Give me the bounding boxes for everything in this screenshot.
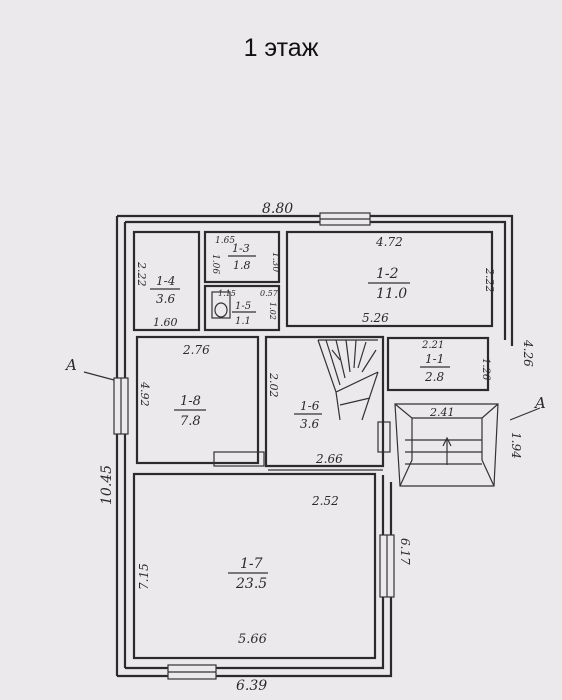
room-1-2-dim-top: 4.72 <box>375 235 403 249</box>
room-1-3-dim-left: 1.06 <box>210 254 220 274</box>
room-1-1-area: 2.8 <box>424 370 444 384</box>
room-1-7-id: 1-7 <box>240 556 263 572</box>
dim-lower-left: 7.15 <box>137 563 151 590</box>
room-1-4-dim-left: 2.22 <box>135 261 148 287</box>
room-1-1-id: 1-1 <box>425 352 444 366</box>
room-1-5-dim-right: 1.02 <box>268 302 277 320</box>
room-1-1-dim-width: 2.21 <box>421 340 444 351</box>
room-1-2-area: 11.0 <box>376 286 407 302</box>
room-1-8-dim-left: 4.92 <box>138 381 151 407</box>
room-1-5-id: 1-5 <box>235 301 251 312</box>
section-mark-right: A <box>533 394 546 412</box>
dim-corridor-b: 2.52 <box>311 494 339 508</box>
dim-stair-side: 1.94 <box>509 432 523 459</box>
room-1-8-id: 1-8 <box>180 394 201 409</box>
dim-right-upper: 4.26 <box>521 339 535 367</box>
dim-top: 8.80 <box>262 201 293 217</box>
windows <box>113 212 395 680</box>
room-1-4-id: 1-4 <box>156 274 175 288</box>
room-1-5-dim-side: 0.57 <box>260 289 279 298</box>
dim-porch: 2.41 <box>429 406 455 419</box>
section-marks <box>83 371 541 421</box>
section-mark-left: A <box>64 356 77 374</box>
room-1-4-dim-bottom: 1.60 <box>153 316 178 329</box>
dim-corridor-a: 2.66 <box>315 452 343 466</box>
internal-staircase <box>317 339 379 421</box>
floor-title: 1 этаж <box>243 34 319 62</box>
room-1-7-area: 23.5 <box>235 576 267 592</box>
room-1-3-area: 1.8 <box>233 259 251 272</box>
room-1-8-area: 7.8 <box>180 414 201 429</box>
dim-lower-right: 6.17 <box>398 538 412 565</box>
toilet-icon <box>211 291 231 319</box>
room-1-2-id: 1-2 <box>376 266 399 282</box>
dim-lower-bottom: 5.66 <box>238 632 267 647</box>
room-1-2-dim-bottom: 5.26 <box>362 311 389 325</box>
room-1-3-dim-right: 1.30 <box>270 252 280 272</box>
dim-left-total: 10.45 <box>99 465 115 505</box>
room-1-4-area: 3.6 <box>156 292 175 306</box>
room-1-6-area: 3.6 <box>300 417 319 431</box>
room-1-3-dim-top: 1.65 <box>215 236 235 246</box>
dim-bottom: 6.39 <box>236 678 267 694</box>
porch-stairs <box>394 403 499 487</box>
outer-walls <box>115 214 514 678</box>
room-1-5-area: 1.1 <box>235 316 251 327</box>
room-1-3-id: 1-3 <box>232 242 250 255</box>
room-1-2-dim-right: 2.22 <box>483 267 496 293</box>
room-1-5-dim-top: 1.15 <box>218 289 236 298</box>
room-1-6-dim-left: 2.02 <box>267 372 280 398</box>
inner-walls <box>132 230 494 660</box>
room-1-6-id: 1-6 <box>300 399 320 413</box>
room-1-1-dim-height: 1.26 <box>480 358 491 381</box>
room-1-8-dim-top: 2.76 <box>182 343 210 357</box>
